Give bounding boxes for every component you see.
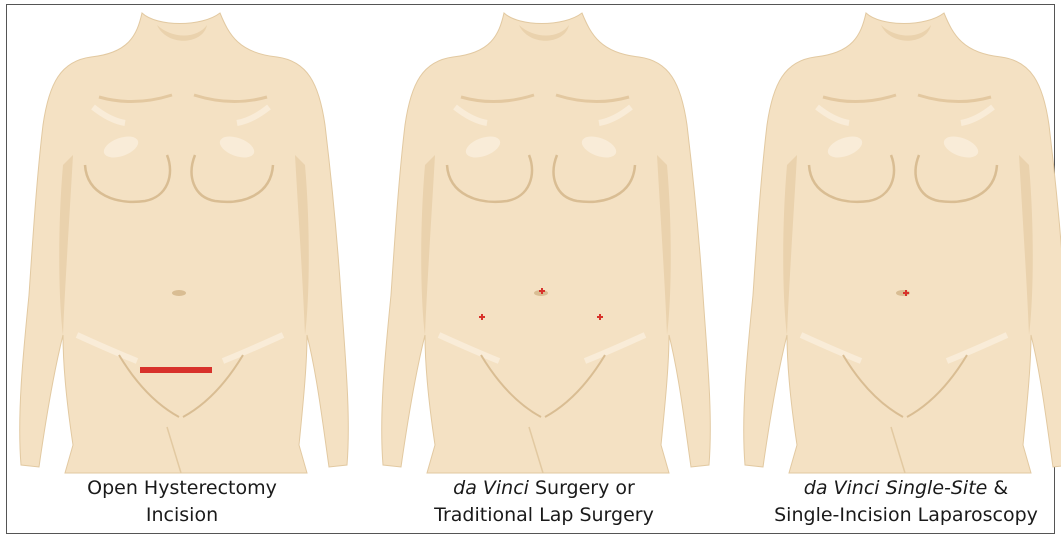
- caption-davinci-rest: Surgery or: [529, 477, 635, 499]
- torso-figure-single-site: [731, 5, 1061, 533]
- caption-single-site: da Vinci Single-Site & Single-Incision L…: [731, 475, 1061, 529]
- panel-single-site: da Vinci Single-Site & Single-Incision L…: [731, 5, 1061, 533]
- torso-figure-open: [7, 5, 357, 533]
- caption-open: Open Hysterectomy Incision: [7, 475, 357, 529]
- caption-davinci-line2: Traditional Lap Surgery: [369, 502, 719, 529]
- caption-single-site-line2: Single-Incision Laparoscopy: [731, 502, 1061, 529]
- panel-open-hysterectomy: Open Hysterectomy Incision: [7, 5, 357, 533]
- caption-single-site-rest: &: [987, 477, 1008, 499]
- caption-open-line2: Incision: [7, 502, 357, 529]
- caption-open-line1: Open Hysterectomy: [7, 475, 357, 502]
- caption-single-site-line1: da Vinci Single-Site &: [731, 475, 1061, 502]
- caption-davinci-line1: da Vinci Surgery or: [369, 475, 719, 502]
- caption-single-site-italic: da Vinci Single-Site: [804, 477, 988, 499]
- open-incision-mark: [140, 367, 212, 373]
- torso-figure-davinci: [369, 5, 719, 533]
- figure-frame: Open Hysterectomy Incision: [6, 4, 1055, 534]
- caption-davinci-italic: da Vinci: [453, 477, 529, 499]
- caption-davinci: da Vinci Surgery or Traditional Lap Surg…: [369, 475, 719, 529]
- panel-davinci: da Vinci Surgery or Traditional Lap Surg…: [369, 5, 719, 533]
